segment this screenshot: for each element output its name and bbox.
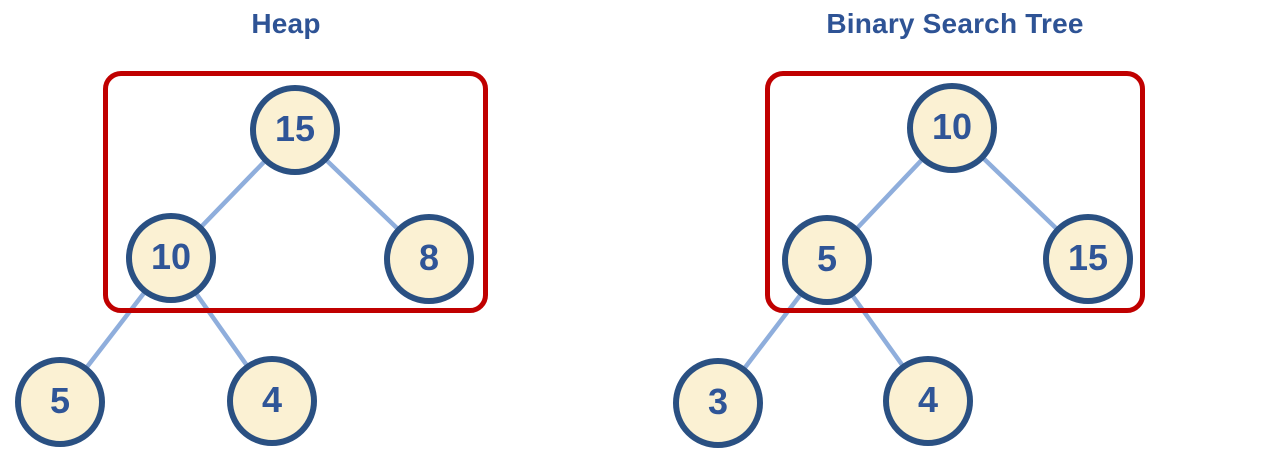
bst-highlight-box <box>765 71 1145 313</box>
heap-title: Heap <box>251 8 321 39</box>
bst-node-right-child: 15 <box>1043 214 1133 304</box>
heap-node-root: 15 <box>250 85 340 175</box>
heap-highlight-box <box>103 71 488 313</box>
heap-node-left-right-grandchild: 4 <box>227 356 317 446</box>
heap-node-right-child: 8 <box>384 214 474 304</box>
heap-node-left-left-grandchild: 5 <box>15 357 105 447</box>
heap-node-left-child: 10 <box>126 213 216 303</box>
bst-title: Binary Search Tree <box>826 8 1084 39</box>
bst-node-left-right-grandchild: 4 <box>883 356 973 446</box>
bst-node-left-child: 5 <box>782 215 872 305</box>
bst-node-left-left-grandchild: 3 <box>673 358 763 448</box>
bst-node-root: 10 <box>907 83 997 173</box>
